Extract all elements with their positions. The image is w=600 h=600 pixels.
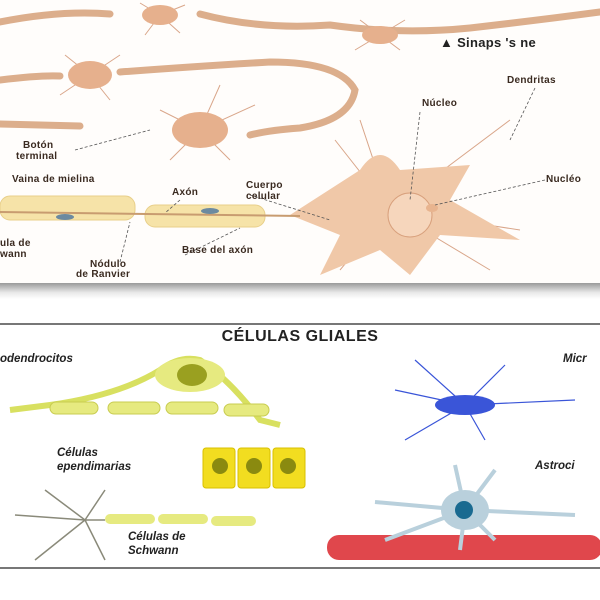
label-nucleolo: Nucléo <box>546 174 582 185</box>
label-microglia: Micr <box>563 353 587 365</box>
label-vaina-mielina: Vaina de mielina <box>12 174 95 185</box>
label-astrocitos: Astroci <box>535 460 575 472</box>
label-nodulo-2: de Ranvier <box>76 269 131 280</box>
label-schwann-cells-1: Células de <box>128 531 186 543</box>
label-cuerpo-2: celular <box>246 191 281 202</box>
label-boton-1: Botón <box>23 140 54 151</box>
label-schwann-1: ula de <box>0 238 31 249</box>
label-nucleo: Núcleo <box>422 98 458 109</box>
label-nodulo-1: Nódulo <box>90 259 127 270</box>
label-base-axon: Base del axón <box>182 245 254 256</box>
label-axon: Axón <box>172 187 199 198</box>
panel-shadow <box>0 283 600 299</box>
glial-title: CÉLULAS GLIALES <box>221 328 379 345</box>
neuron-illustration <box>0 2 600 275</box>
label-ependimarias-2: ependimarias <box>57 461 132 473</box>
label-schwann-2: wann <box>0 249 27 260</box>
label-oligodendrocitos: odendrocitos <box>0 353 73 365</box>
label-boton-2: terminal <box>16 151 58 162</box>
label-ependimarias-1: Células <box>57 447 98 459</box>
label-dendritas: Dendritas <box>507 75 556 86</box>
neuron-panel: ▲ Sinaps 's ne Dendritas Núcleo Botón te… <box>0 0 600 284</box>
label-schwann-cells-2: Schwann <box>128 545 179 557</box>
synapse-heading: ▲ Sinaps 's ne <box>440 35 537 50</box>
label-cuerpo-1: Cuerpo <box>246 180 283 191</box>
